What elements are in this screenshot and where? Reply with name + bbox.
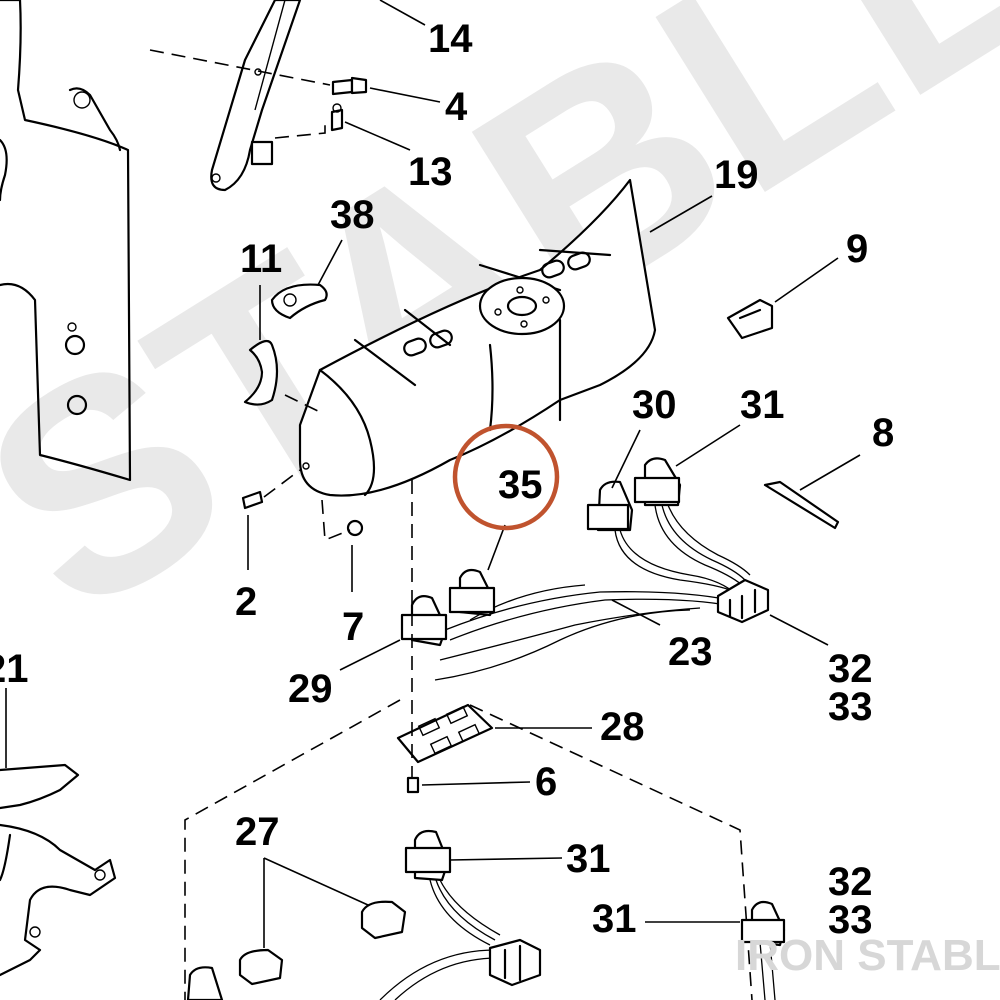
fog-light-decal-part <box>270 283 328 320</box>
highlight-circle <box>452 423 560 531</box>
bracket-arm-part <box>210 0 302 192</box>
callout-label: 21 <box>0 647 29 691</box>
callout-label: 31 <box>592 897 637 941</box>
callout-label: 29 <box>288 667 333 711</box>
nut-part-7 <box>321 499 364 542</box>
switch-part-31-top <box>633 457 682 507</box>
callout-label: 2 <box>235 580 257 624</box>
assembly-lines <box>184 480 753 1000</box>
leader-lines <box>5 0 861 948</box>
callout-label: 13 <box>408 150 453 194</box>
callout-label: 9 <box>846 227 868 271</box>
callout-label: 32 <box>828 647 873 691</box>
callout-label: 19 <box>714 153 759 197</box>
callout-label: 23 <box>668 630 713 674</box>
cable-tie-part <box>763 480 840 530</box>
watermark-text: IRON STABLE <box>735 931 1000 980</box>
switch-part-30 <box>586 480 634 532</box>
callout-label: 8 <box>872 411 894 455</box>
callout-labels: 14 4 13 19 38 11 9 30 31 8 35 2 7 23 32 … <box>0 17 894 942</box>
screw-part-4 <box>149 49 368 96</box>
callout-label: 31 <box>566 837 611 881</box>
fairing-frame-part <box>0 0 132 482</box>
clip-part-9 <box>726 298 774 340</box>
screw-part-6 <box>406 776 420 794</box>
switch-cap-part-27b <box>238 948 284 986</box>
switch-part-31-right <box>740 900 786 1000</box>
clip-part-13 <box>274 103 344 139</box>
callout-label: 28 <box>600 705 645 749</box>
callout-label: 30 <box>632 383 677 427</box>
callout-label-highlighted: 35 <box>498 463 543 507</box>
lower-bracket-part <box>0 763 117 977</box>
callout-label: 38 <box>330 193 375 237</box>
switch-panel-part <box>298 178 657 497</box>
callout-label: 33 <box>828 898 873 942</box>
switch-cap-part-27a <box>360 900 407 940</box>
callout-label: 6 <box>535 760 557 804</box>
callout-label: 32 <box>828 860 873 904</box>
switch-part-29 <box>400 595 448 647</box>
callout-label: 7 <box>342 605 364 649</box>
switch-part-31-lower <box>379 829 501 1000</box>
connector-part-top <box>716 578 770 624</box>
callout-label: 33 <box>828 685 873 729</box>
screw-part-2 <box>241 469 301 510</box>
callout-label: 4 <box>445 85 468 129</box>
switch-part-35 <box>448 568 496 617</box>
switch-part-bottom-left <box>186 966 224 1000</box>
callout-label: 14 <box>428 17 473 61</box>
trim-piece-part <box>243 339 321 413</box>
callout-label: 31 <box>740 383 785 427</box>
callout-label: 11 <box>240 237 282 281</box>
callout-label: 27 <box>235 810 280 854</box>
connector-part-lower <box>488 938 542 987</box>
